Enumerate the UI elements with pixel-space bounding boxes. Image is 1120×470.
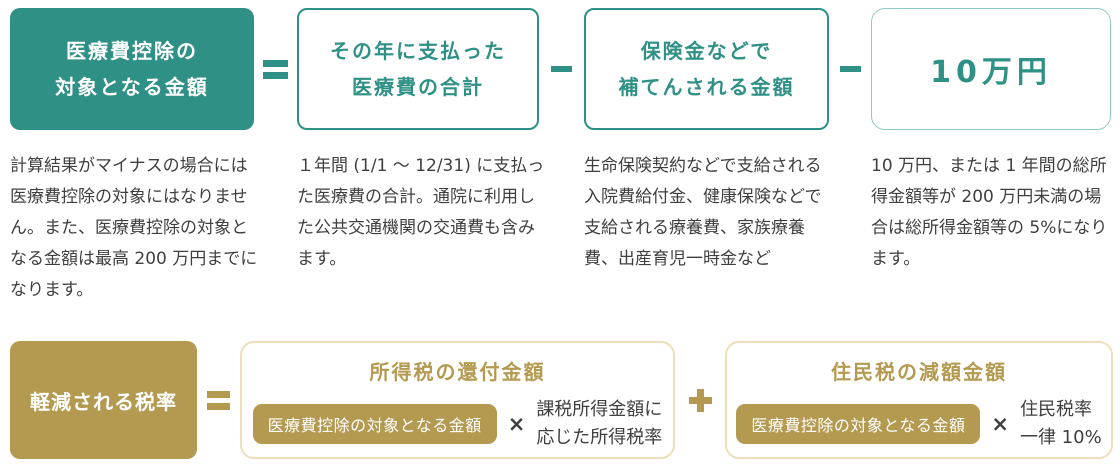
equals-icon xyxy=(207,390,230,410)
paid-medical-label: その年に支払った 医療費の合計 xyxy=(330,33,506,105)
equals-icon xyxy=(263,59,288,79)
deduction-amount-column: 医療費控除の 対象となる金額 計算結果がマイナスの場合には医療費控除の対象にはな… xyxy=(10,8,257,306)
paid-medical-label-line2: 医療費の合計 xyxy=(352,75,484,99)
income-tax-rate-text: 課税所得金額に 応じた所得税率 xyxy=(536,396,662,452)
base-amount-column: 10万円 10 万円、または 1 年間の総所得金額等が 200 万円未満の場合は… xyxy=(871,8,1111,275)
reduced-tax-rate-label: 軽減される税率 xyxy=(30,389,177,414)
resident-tax-formula: 医療費控除の対象となる金額 × 住民税率 一律 10% xyxy=(736,396,1102,452)
minus-operator-1 xyxy=(539,8,584,130)
income-tax-refund-title: 所得税の還付金額 xyxy=(369,360,546,384)
multiply-sign: × xyxy=(507,411,526,436)
minus-icon xyxy=(839,66,861,72)
minus-icon xyxy=(551,66,572,72)
plus-icon xyxy=(688,388,712,412)
deduction-amount-badge: 医療費控除の対象となる金額 xyxy=(252,403,497,444)
income-tax-refund-box: 所得税の還付金額 医療費控除の対象となる金額 × 課税所得金額に 応じた所得税率 xyxy=(240,341,675,459)
bottom-formula-row: 軽減される税率 所得税の還付金額 医療費控除の対象となる金額 × 課税所得金額に… xyxy=(10,341,1113,459)
deduction-amount-label-line1: 医療費控除の xyxy=(66,39,198,63)
plus-operator xyxy=(675,341,725,459)
base-amount-box: 10万円 xyxy=(871,8,1111,130)
minus-operator-2 xyxy=(829,8,871,130)
insurance-compensation-label-line1: 保険金などで xyxy=(640,39,773,63)
reduced-tax-rate-box: 軽減される税率 xyxy=(10,341,197,459)
base-amount-label: 10万円 xyxy=(930,55,1052,90)
deduction-amount-label-line2: 対象となる金額 xyxy=(55,75,209,99)
resident-tax-reduction-box: 住民税の減額金額 医療費控除の対象となる金額 × 住民税率 一律 10% xyxy=(725,341,1113,459)
equals-operator-bottom xyxy=(197,341,240,459)
deduction-amount-badge: 医療費控除の対象となる金額 xyxy=(736,403,981,444)
resident-tax-reduction-title: 住民税の減額金額 xyxy=(831,360,1007,384)
paid-medical-column: その年に支払った 医療費の合計 １年間 (1/1 〜 12/31) に支払った医… xyxy=(297,8,544,275)
resident-tax-rate-text: 住民税率 一律 10% xyxy=(1020,396,1102,452)
top-formula-row: 医療費控除の 対象となる金額 計算結果がマイナスの場合には医療費控除の対象にはな… xyxy=(10,8,1111,306)
paid-medical-box: その年に支払った 医療費の合計 xyxy=(297,8,539,130)
resident-tax-rate-line1: 住民税率 xyxy=(1019,399,1092,420)
deduction-amount-note: 計算結果がマイナスの場合には医療費控除の対象にはなりません。また、医療費控除の対… xyxy=(10,156,258,300)
income-tax-formula: 医療費控除の対象となる金額 × 課税所得金額に 応じた所得税率 xyxy=(252,396,662,452)
deduction-amount-label: 医療費控除の 対象となる金額 xyxy=(55,33,208,105)
insurance-compensation-label: 保険金などで 補てんされる金額 xyxy=(619,33,795,105)
insurance-compensation-column: 保険金などで 補てんされる金額 生命保険契約などで支給される入院費給付金、健康保… xyxy=(584,8,829,275)
equals-operator-top xyxy=(254,8,297,130)
multiply-sign: × xyxy=(991,411,1009,436)
paid-medical-note: １年間 (1/1 〜 12/31) に支払った医療費の合計。通院に利用した公共交… xyxy=(297,156,545,269)
paid-medical-label-line1: その年に支払った xyxy=(330,39,506,63)
insurance-compensation-box: 保険金などで 補てんされる金額 xyxy=(584,8,829,130)
income-tax-rate-line2: 応じた所得税率 xyxy=(536,426,663,448)
base-amount-note: 10 万円、または 1 年間の総所得金額等が 200 万円未満の場合は総所得金額… xyxy=(871,156,1108,269)
deduction-amount-box: 医療費控除の 対象となる金額 xyxy=(10,8,254,130)
resident-tax-rate-line2: 一律 10% xyxy=(1019,426,1102,448)
insurance-compensation-note: 生命保険契約などで支給される入院費給付金、健康保険などで支給される療養費、家族療… xyxy=(584,156,822,269)
income-tax-rate-line1: 課税所得金額に xyxy=(536,399,663,420)
insurance-compensation-label-line2: 補てんされる金額 xyxy=(618,75,795,99)
